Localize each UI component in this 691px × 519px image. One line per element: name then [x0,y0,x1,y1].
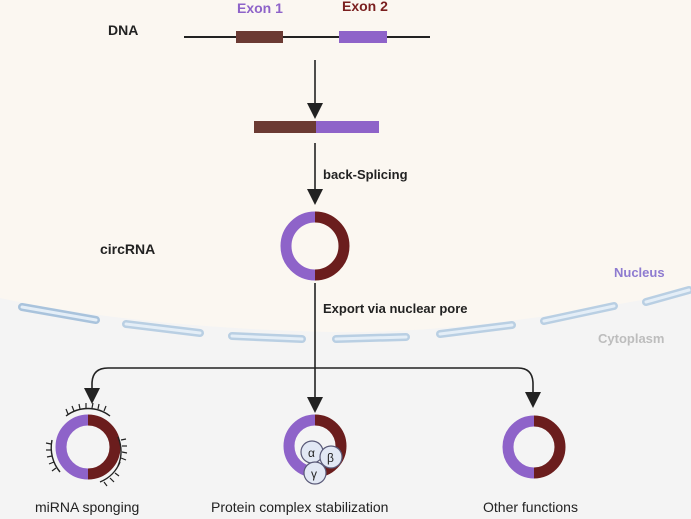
nucleus-region [0,0,691,332]
other-functions-circrna [502,415,566,479]
beta-subunit [319,445,343,469]
protein-complex-label: Protein complex stabilization [211,499,388,515]
export-label: Export via nuclear pore [323,301,468,316]
branch-left-arrow [84,367,315,404]
protein-subunits [300,440,343,485]
branch-right-arrow [315,367,541,408]
mirna-strands [50,407,122,483]
spliced-exon-brown [254,121,316,133]
alpha-label: α [308,446,315,460]
circrna-label: circRNA [100,241,155,257]
circrna-ring [280,211,350,281]
dna-label: DNA [108,22,138,38]
back-splicing-label: back-Splicing [323,167,408,182]
other-functions-label: Other functions [483,499,578,515]
gamma-label: γ [311,467,317,481]
spliced-exon-purple [316,121,379,133]
nucleus-label: Nucleus [614,265,665,280]
mirna-teeth [45,402,128,487]
mirna-sponge-circrna [45,402,128,487]
gamma-subunit [303,461,327,485]
dna-exon-brown [236,31,283,43]
mirna-sponging-label: miRNA sponging [35,499,139,515]
exon2-label: Exon 2 [342,0,388,14]
cytoplasm-label: Cytoplasm [598,331,664,346]
beta-label: β [327,451,334,465]
exon1-label: Exon 1 [237,0,283,16]
dna-exon-purple [339,31,387,43]
